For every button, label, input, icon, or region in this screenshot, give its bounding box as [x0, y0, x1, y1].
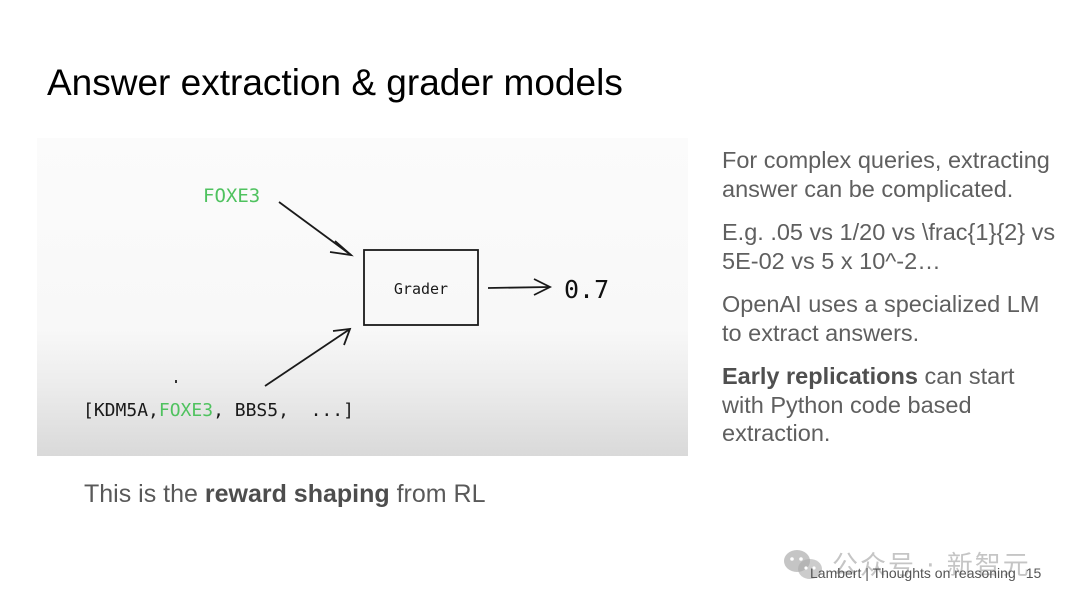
wechat-icon	[784, 550, 822, 579]
caption-bold: reward shaping	[204, 480, 390, 508]
grader-diagram: FOXE3 Grader 0.7 [KDM5A,FOXE3, BBS5, ...…	[37, 138, 688, 456]
grader-label: Grader	[394, 280, 448, 298]
watermark-text: 公众号 · 新智元	[832, 551, 1031, 581]
caption-suffix: from RL	[389, 480, 486, 508]
note-openai: OpenAI uses a specialized LM to extract …	[722, 291, 1040, 346]
note-early-bold: Early replications	[722, 363, 918, 389]
slide-footer: Lambert | Thoughts on reasoning 15	[810, 565, 1041, 581]
list-open-bracket: [	[83, 400, 94, 421]
top-input-label: FOXE3	[203, 185, 260, 207]
grader-box	[363, 249, 479, 326]
footer-text: Lambert | Thoughts on reasoning	[810, 565, 1016, 581]
candidate-list: [KDM5A,FOXE3, BBS5, ...]	[83, 400, 354, 421]
page-number: 15	[1025, 565, 1042, 581]
list-close-bracket: ]	[343, 400, 354, 421]
slide-title: Answer extraction & grader models	[47, 62, 623, 103]
arrow-grader-to-score	[487, 278, 553, 296]
list-item-foxe3: FOXE3	[159, 400, 213, 421]
list-item-rest: , BBS5, ...	[213, 400, 343, 421]
arrow-list-to-grader	[264, 327, 352, 387]
diagram-canvas: FOXE3 Grader 0.7 [KDM5A,FOXE3, BBS5, ...…	[83, 185, 609, 421]
arrow-top-to-grader	[278, 201, 354, 257]
stray-mark	[175, 380, 177, 383]
note-examples: E.g. .05 vs 1/20 vs \frac{1}{2} vs 5E-02…	[722, 219, 1056, 274]
caption-prefix: This is the	[84, 480, 205, 508]
note-early-rest: can start with Python code based extract…	[722, 363, 1015, 446]
output-score: 0.7	[564, 275, 609, 304]
note-complex-queries: For complex queries, extracting answer c…	[722, 147, 1050, 202]
list-item-kdm5a: KDM5A,	[94, 400, 159, 421]
figure-caption: This is the reward shaping from RL	[84, 480, 486, 509]
note-early-replications: Early replications can start with Python…	[722, 362, 1062, 448]
side-notes: For complex queries, extracting answer c…	[722, 146, 1062, 463]
